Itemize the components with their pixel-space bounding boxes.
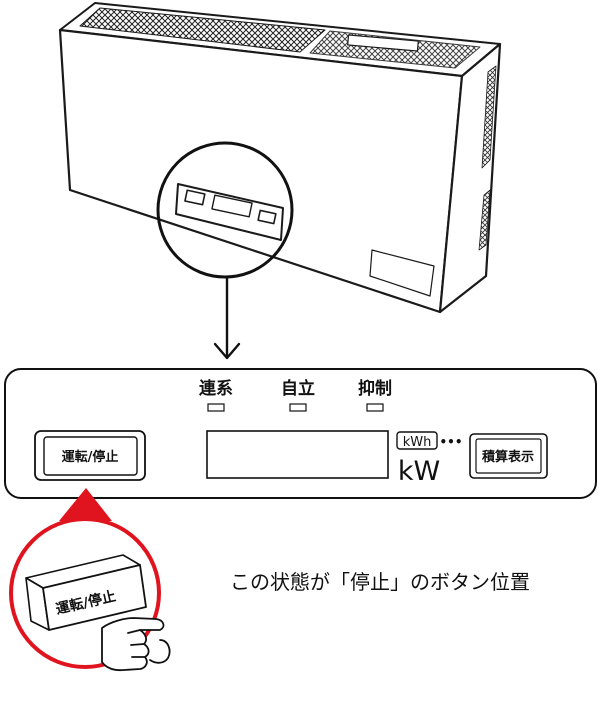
indicator-lamp-suppression — [366, 403, 384, 412]
cumulative-display-button[interactable]: 積算表示 — [469, 433, 548, 479]
indicator-lamp-standalone — [289, 403, 307, 412]
run-stop-button-label: 運転/停止 — [62, 449, 119, 465]
down-arrow-icon — [213, 275, 241, 360]
callout-caption: この状態が「停止」のボタン位置 — [230, 570, 530, 594]
kwh-unit-box — [396, 431, 438, 450]
unit-dots: ••• — [439, 435, 462, 449]
run-stop-button[interactable]: 運転/停止 — [34, 430, 146, 481]
pointing-hand-icon — [101, 617, 171, 672]
control-panel: 連系 自立 抑制 運転/停止 kWh ••• kW 積算表示 — [4, 368, 597, 499]
zoom-circle — [156, 141, 294, 279]
indicator-label-suppression: 抑制 — [358, 378, 392, 399]
callout: 運転/停止 — [9, 488, 171, 672]
kw-unit-label: kW — [398, 456, 440, 487]
callout-run-stop-button: 運転/停止 — [25, 554, 147, 631]
device-illustration — [58, 2, 502, 314]
indicator-label-standalone: 自立 — [281, 378, 315, 399]
indicator-lamp-grid — [207, 403, 225, 412]
kwh-unit-label: kWh — [403, 435, 432, 450]
callout-pointer — [59, 488, 112, 521]
indicator-label-grid: 連系 — [199, 378, 233, 399]
display-window — [206, 430, 389, 479]
cumulative-display-button-label: 積算表示 — [481, 449, 534, 465]
